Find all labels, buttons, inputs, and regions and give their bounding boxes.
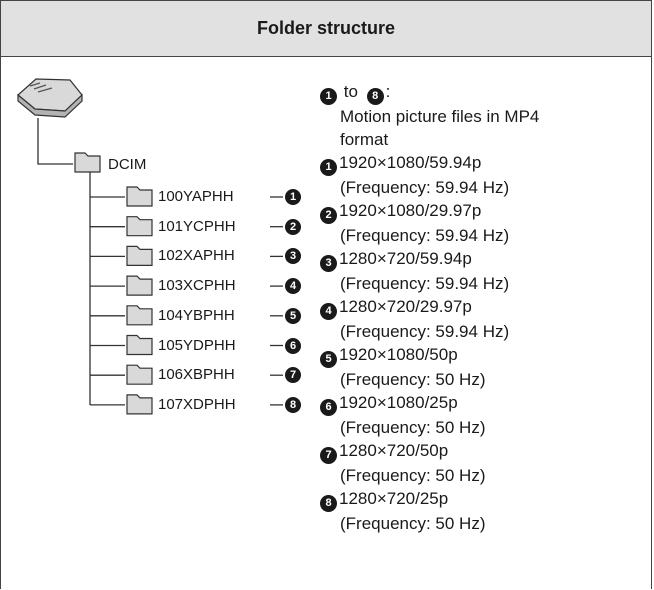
- num-badge-icon: 6: [285, 337, 301, 354]
- branch-lines: [90, 186, 283, 415]
- legend-spec-text: 1920×1080/59.94p: [339, 153, 482, 172]
- folder-icon: [126, 186, 153, 207]
- subfolder-label: 106XBPHH: [158, 366, 235, 384]
- num-badge-icon: 7: [320, 447, 337, 464]
- sd-card-icon: [17, 78, 83, 118]
- subfolder-label: 101YCPHH: [158, 217, 236, 235]
- legend-frequency-text: (Frequency: 59.94 Hz): [340, 274, 510, 293]
- dcim-label: DCIM: [108, 156, 147, 173]
- folder-icon: [126, 305, 153, 326]
- root-connector-line: [37, 118, 73, 165]
- legend-frequency-text: (Frequency: 50 Hz): [340, 514, 486, 533]
- num-badge-icon: 8: [285, 396, 301, 413]
- dcim-folder-icon: [74, 152, 101, 173]
- legend-desc-line-2: format: [340, 130, 389, 149]
- legend-frequency-text: (Frequency: 50 Hz): [340, 370, 486, 389]
- legend-spec-text: 1280×720/29.97p: [339, 297, 472, 316]
- frame-right-border: [651, 0, 652, 589]
- legend-spec-text: 1920×1080/25p: [339, 393, 458, 412]
- folder-icon: [126, 334, 153, 356]
- num-badge-icon: 8: [320, 495, 337, 512]
- legend-frequency-text: (Frequency: 59.94 Hz): [340, 226, 510, 245]
- legend-panel: 1 to 8: Motion picture files in MP4 form…: [320, 80, 640, 535]
- legend-frequency-text: (Frequency: 50 Hz): [340, 418, 486, 437]
- num-badge-icon: 7: [285, 367, 301, 384]
- subfolder-label: 105YDPHH: [158, 336, 236, 354]
- frame-top-border: [0, 0, 652, 1]
- num-badge-icon: 3: [320, 255, 337, 272]
- subfolder-label: 100YAPHH: [158, 188, 234, 205]
- legend-spec-text: 1280×720/25p: [339, 489, 449, 508]
- num-badge-icon: 1: [320, 88, 337, 105]
- page-title: Folder structure: [1, 1, 651, 57]
- legend-range-row: 1 to 8:: [320, 80, 640, 105]
- num-badge-icon: 2: [285, 218, 301, 235]
- num-badge-icon: 1: [320, 159, 337, 176]
- num-badge-icon: 5: [320, 351, 337, 368]
- num-badge-icon: 4: [285, 278, 301, 295]
- num-badge-icon: 8: [366, 88, 384, 105]
- subfolder-label: 104YBPHH: [158, 306, 235, 324]
- legend-frequency-text: (Frequency: 50 Hz): [340, 466, 486, 485]
- subfolder-label: 102XAPHH: [158, 247, 235, 265]
- legend-spec-text: 1920×1080/29.97p: [339, 201, 482, 220]
- legend-spec-text: 1280×720/50p: [339, 441, 449, 460]
- range-to-text: to: [343, 82, 358, 101]
- legend-spec-text: 1280×720/59.94p: [339, 249, 472, 268]
- frame-left-border: [0, 0, 1, 589]
- folder-icon: [126, 245, 153, 266]
- title-text: Folder structure: [256, 18, 396, 38]
- legend-frequency-text: (Frequency: 59.94 Hz): [340, 322, 510, 341]
- folder-icon: [126, 394, 153, 415]
- num-badge-icon: 6: [320, 399, 337, 416]
- num-badge-icon: 2: [320, 207, 337, 224]
- num-badge-icon: 3: [285, 248, 301, 265]
- folder-icon: [126, 364, 153, 385]
- num-badge-icon: 4: [320, 303, 337, 320]
- folder-icon: [126, 275, 153, 296]
- num-badge-icon: 1: [285, 189, 301, 205]
- legend-frequency-text: (Frequency: 59.94 Hz): [340, 178, 510, 197]
- legend-spec-text: 1920×1080/50p: [339, 345, 458, 364]
- folder-icon: [126, 216, 153, 237]
- legend-desc-line-1: Motion picture files in MP4: [340, 107, 540, 126]
- tree-lines: [17, 78, 283, 415]
- subfolder-label: 107XDPHH: [158, 395, 236, 413]
- range-colon: :: [385, 82, 391, 101]
- num-badge-icon: 5: [285, 307, 301, 324]
- subfolder-label: 103XCPHH: [158, 277, 236, 295]
